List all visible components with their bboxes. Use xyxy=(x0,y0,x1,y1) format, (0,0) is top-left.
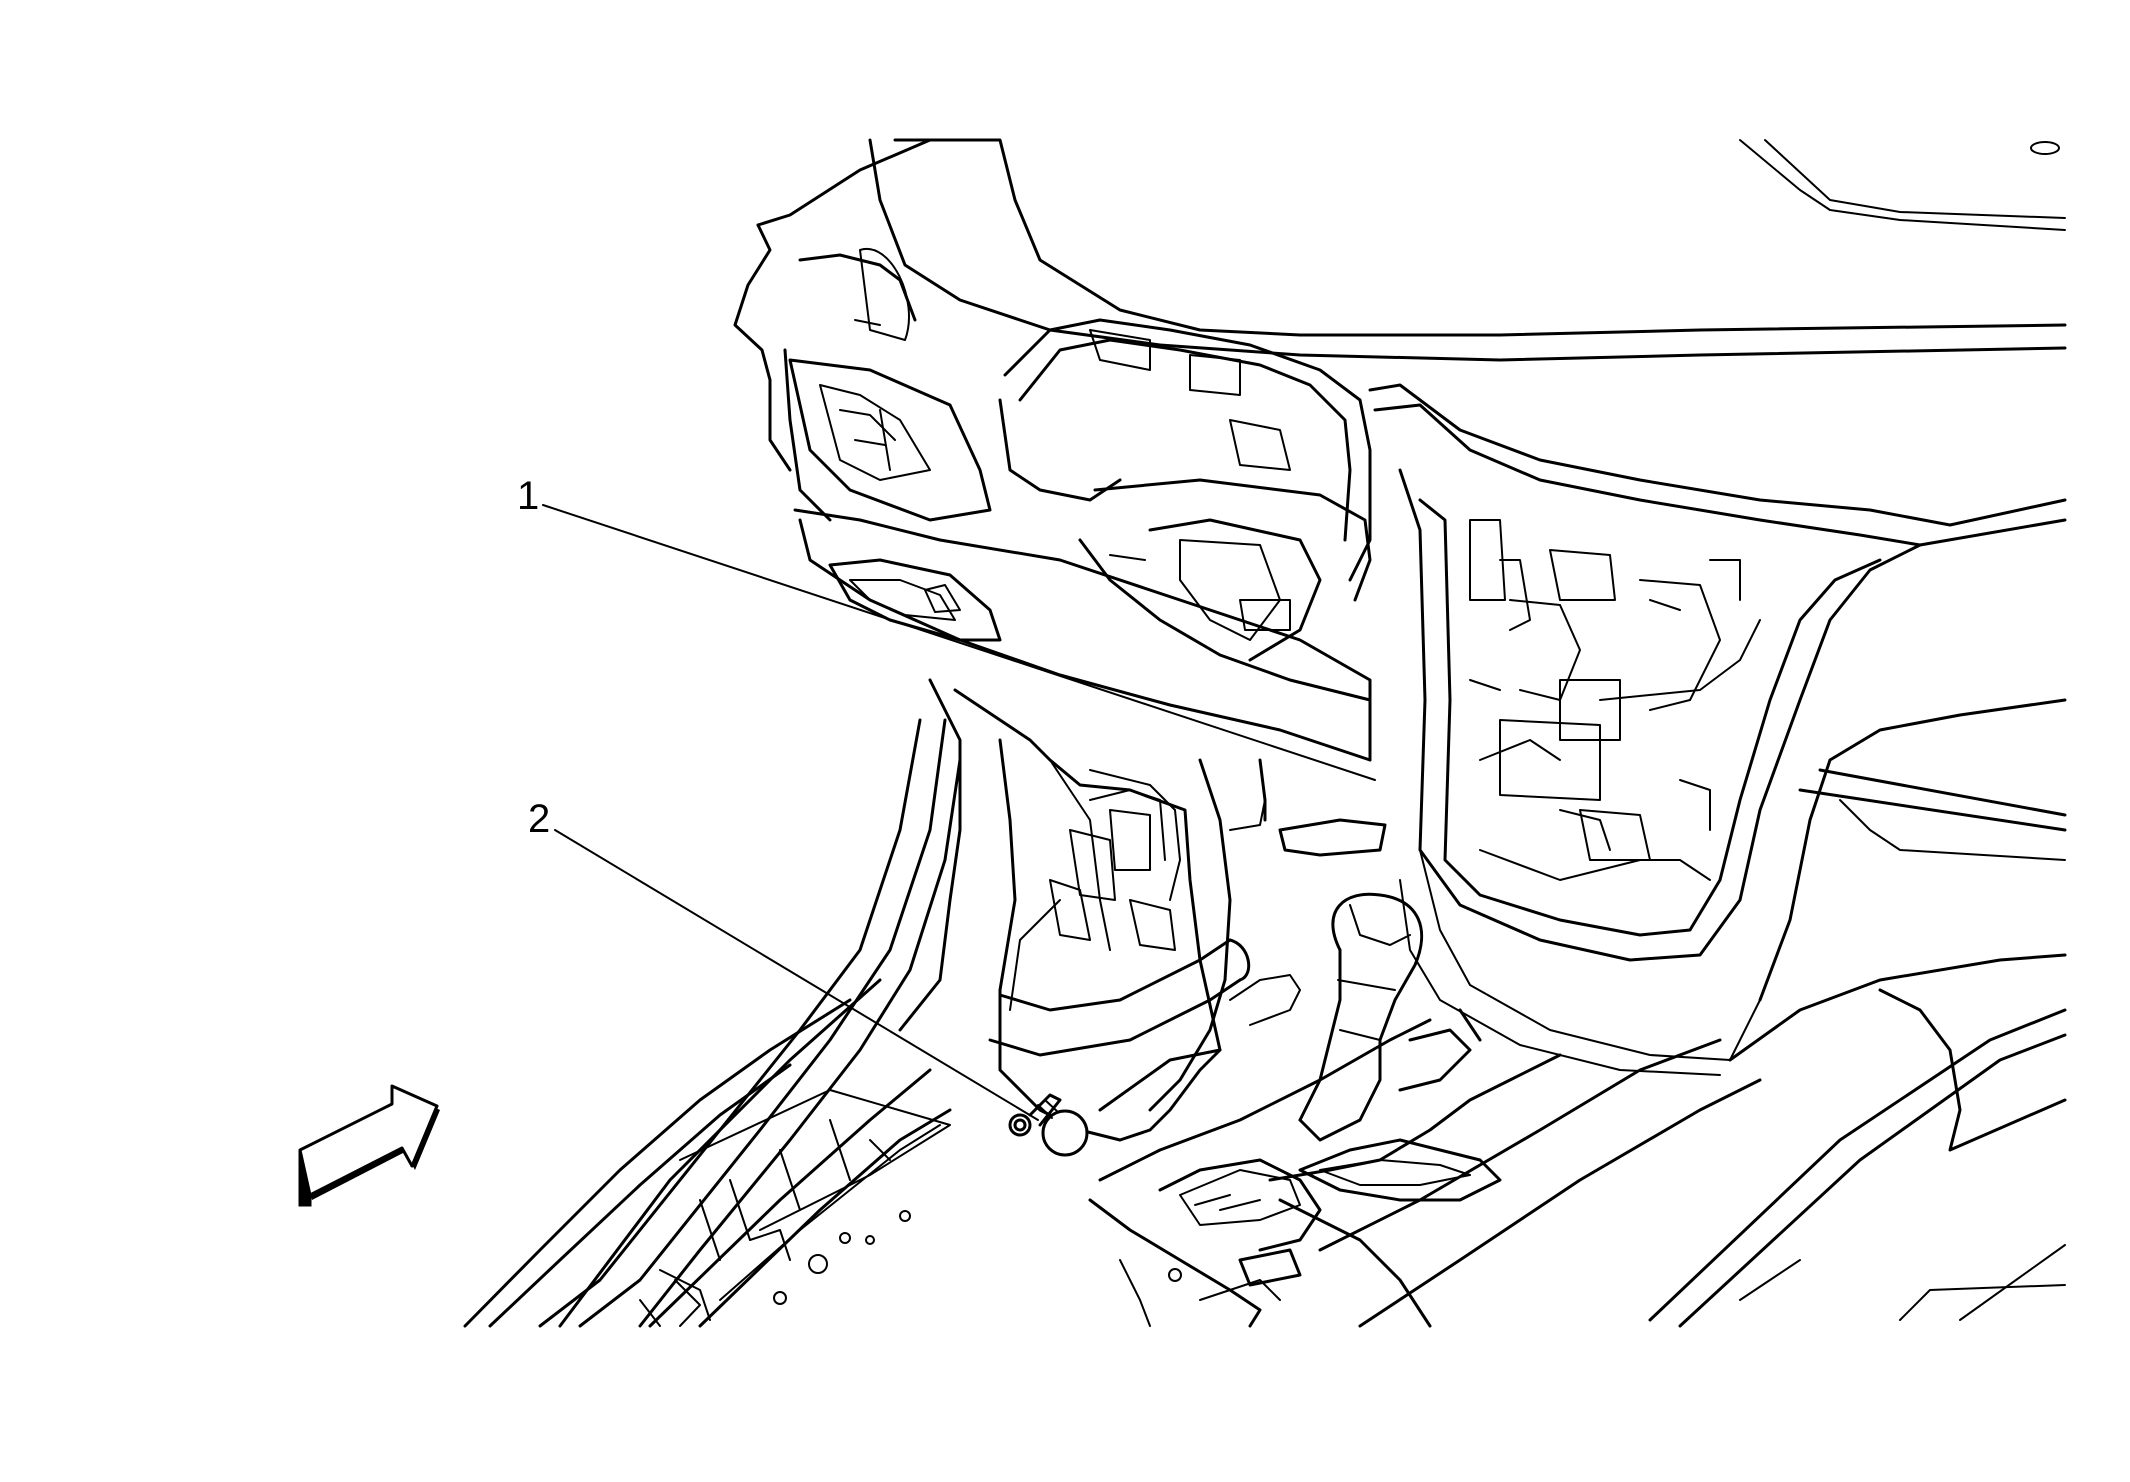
center-stack-cavity xyxy=(1368,383,2067,1076)
steering-column-area xyxy=(953,688,1251,1112)
dashboard-upper xyxy=(868,138,2067,362)
callout-1-label: 1 xyxy=(517,474,539,518)
callout-2: 2 xyxy=(528,797,1039,1121)
rocker-sill xyxy=(463,998,952,1328)
right-dash-trim xyxy=(1648,698,2067,1328)
instrument-panel-line-art xyxy=(463,138,2067,1328)
a-pillar-door-frame xyxy=(538,718,962,1328)
callout-1: 1 xyxy=(517,474,1376,781)
callout-2-label: 2 xyxy=(528,797,550,841)
center-storage-opening xyxy=(1078,478,1372,702)
callout-1-leader-line xyxy=(542,504,1376,781)
callout-2-leader-line xyxy=(554,829,1039,1121)
view-direction-arrow-icon xyxy=(298,1084,440,1207)
kick-panel xyxy=(898,678,1387,1157)
center-upper-bezel xyxy=(998,318,1372,582)
left-vent-panel xyxy=(788,358,992,522)
center-console xyxy=(1088,892,1762,1328)
lower-left-dash xyxy=(793,508,1372,762)
dashboard-left-end xyxy=(733,138,932,522)
